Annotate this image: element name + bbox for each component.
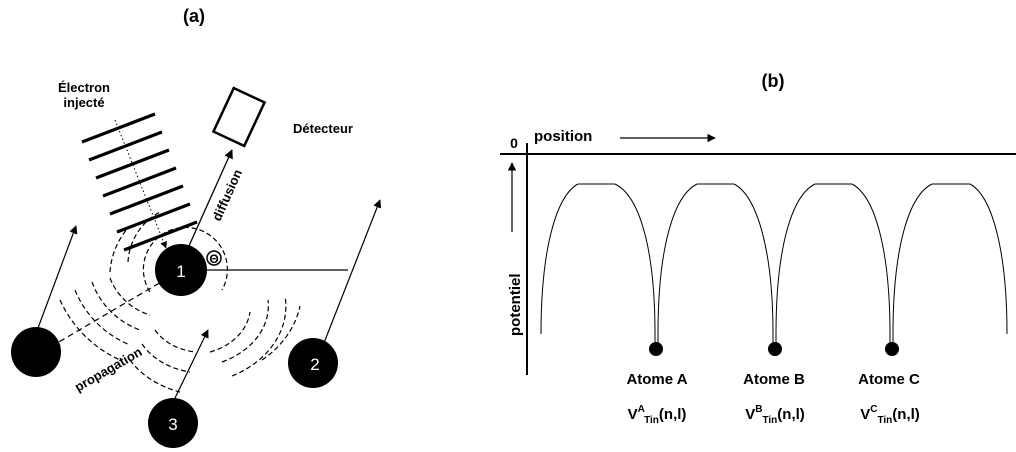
propagation-arc <box>222 300 268 362</box>
propagation-label: propagation <box>72 344 145 395</box>
atom-c-potential: VCTin(n,l) <box>860 404 920 426</box>
atom-a-dot <box>649 342 663 356</box>
potential-well-c <box>852 184 932 344</box>
potential-subscript: Tin <box>644 415 659 426</box>
potential-well-b <box>734 184 815 344</box>
theta-symbol: Θ <box>209 252 218 266</box>
potential-label: potentiel <box>507 274 524 337</box>
electron-label-line1: Électron <box>58 80 110 95</box>
electron-label-line2: injecté <box>63 95 104 110</box>
potential-well-right-edge <box>970 184 1007 334</box>
propagation-arrow <box>52 278 168 346</box>
atom-b-potential: VBTin(n,l) <box>745 404 805 426</box>
atom-1-label: 1 <box>176 262 185 281</box>
panel-b: (b) 0 position potentiel Atome A Atome B… <box>500 71 1016 426</box>
left-ball <box>11 327 61 377</box>
panel-a: (a) Électron injecté Détecteur diffusion <box>11 6 380 448</box>
position-label: position <box>534 128 592 145</box>
propagation-arc <box>130 360 180 392</box>
detector <box>213 88 264 146</box>
detector-label: Détecteur <box>293 121 353 136</box>
potential-args: (n,l) <box>659 406 687 423</box>
potential-subscript: Tin <box>877 415 892 426</box>
propagation-arc <box>155 330 195 352</box>
atom-3-arrow <box>175 330 208 398</box>
potential-args: (n,l) <box>892 406 920 423</box>
propagation-arc <box>210 312 250 352</box>
propagation-arc <box>60 300 120 360</box>
potential-superscript: A <box>638 404 645 415</box>
atom-c-dot <box>885 342 899 356</box>
potential-base: V <box>628 406 638 423</box>
atom-c-label: Atome C <box>858 371 920 388</box>
potential-args: (n,l) <box>777 406 805 423</box>
potential-base: V <box>860 406 870 423</box>
atom-3-label: 3 <box>168 415 177 434</box>
potential-superscript: B <box>755 404 762 415</box>
left-ball-arrow <box>38 226 76 328</box>
potential-superscript: C <box>870 404 877 415</box>
diffusion-label: diffusion <box>209 167 245 223</box>
propagation-arc <box>75 290 130 345</box>
zero-label: 0 <box>510 135 518 151</box>
panel-a-label: (a) <box>183 6 205 26</box>
atom-a-potential: VATin(n,l) <box>628 404 687 426</box>
potential-curve <box>541 184 1007 344</box>
potential-well-a <box>615 184 697 344</box>
atom-b-dot <box>768 342 782 356</box>
potential-base: V <box>745 406 755 423</box>
atom-b-label: Atome B <box>743 371 805 388</box>
atom-a-label: Atome A <box>626 371 687 388</box>
atom-2-arrow <box>322 200 380 348</box>
propagation-arc <box>110 278 150 315</box>
atom-2-label: 2 <box>310 355 319 374</box>
potential-subscript: Tin <box>762 415 777 426</box>
potential-well-left-edge <box>541 184 578 334</box>
panel-b-label: (b) <box>762 71 785 91</box>
propagation-arc <box>232 296 286 376</box>
propagation-arc <box>142 344 190 372</box>
